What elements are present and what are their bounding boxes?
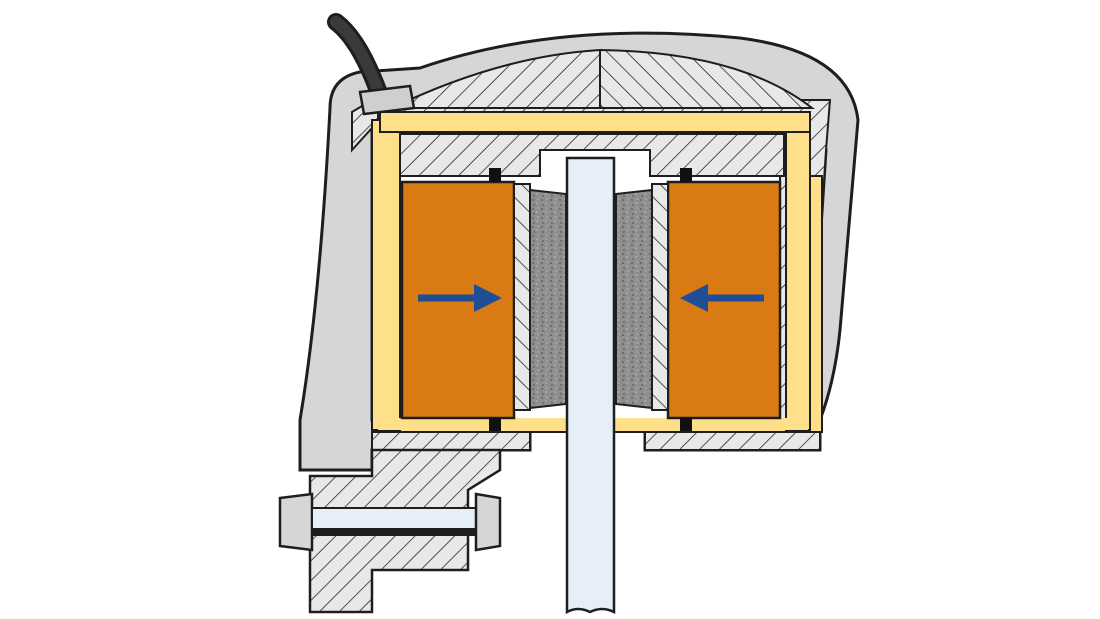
outer-housing-shell bbox=[298, 31, 860, 472]
fluid-channel-right-vertical bbox=[785, 119, 811, 431]
right-brake-pad bbox=[615, 188, 653, 410]
fluid-channel-left-vertical bbox=[371, 119, 401, 431]
inner-bridge-hatched bbox=[399, 133, 785, 177]
fluid-channel-top bbox=[379, 111, 811, 133]
seal-right-bottom bbox=[680, 418, 692, 432]
left-pad-backing bbox=[513, 183, 531, 411]
seal-right-top bbox=[680, 168, 692, 182]
hose-fitting-nut bbox=[358, 84, 416, 116]
lower-ledge-right bbox=[644, 431, 821, 451]
bolt-nut bbox=[474, 492, 502, 552]
top-cap-hatched-right bbox=[599, 48, 815, 109]
right-pad-backing bbox=[651, 183, 669, 411]
lower-ledge-left bbox=[371, 431, 531, 451]
left-brake-pad bbox=[529, 188, 567, 410]
brake-hose-core bbox=[330, 16, 386, 102]
top-cap-hatched bbox=[391, 48, 601, 109]
bolt-head bbox=[278, 492, 314, 552]
brake-disc bbox=[565, 156, 616, 615]
bolt-shaft-shadow bbox=[312, 528, 480, 536]
seal-left-bottom bbox=[489, 418, 501, 432]
seal-left-top bbox=[489, 168, 501, 182]
